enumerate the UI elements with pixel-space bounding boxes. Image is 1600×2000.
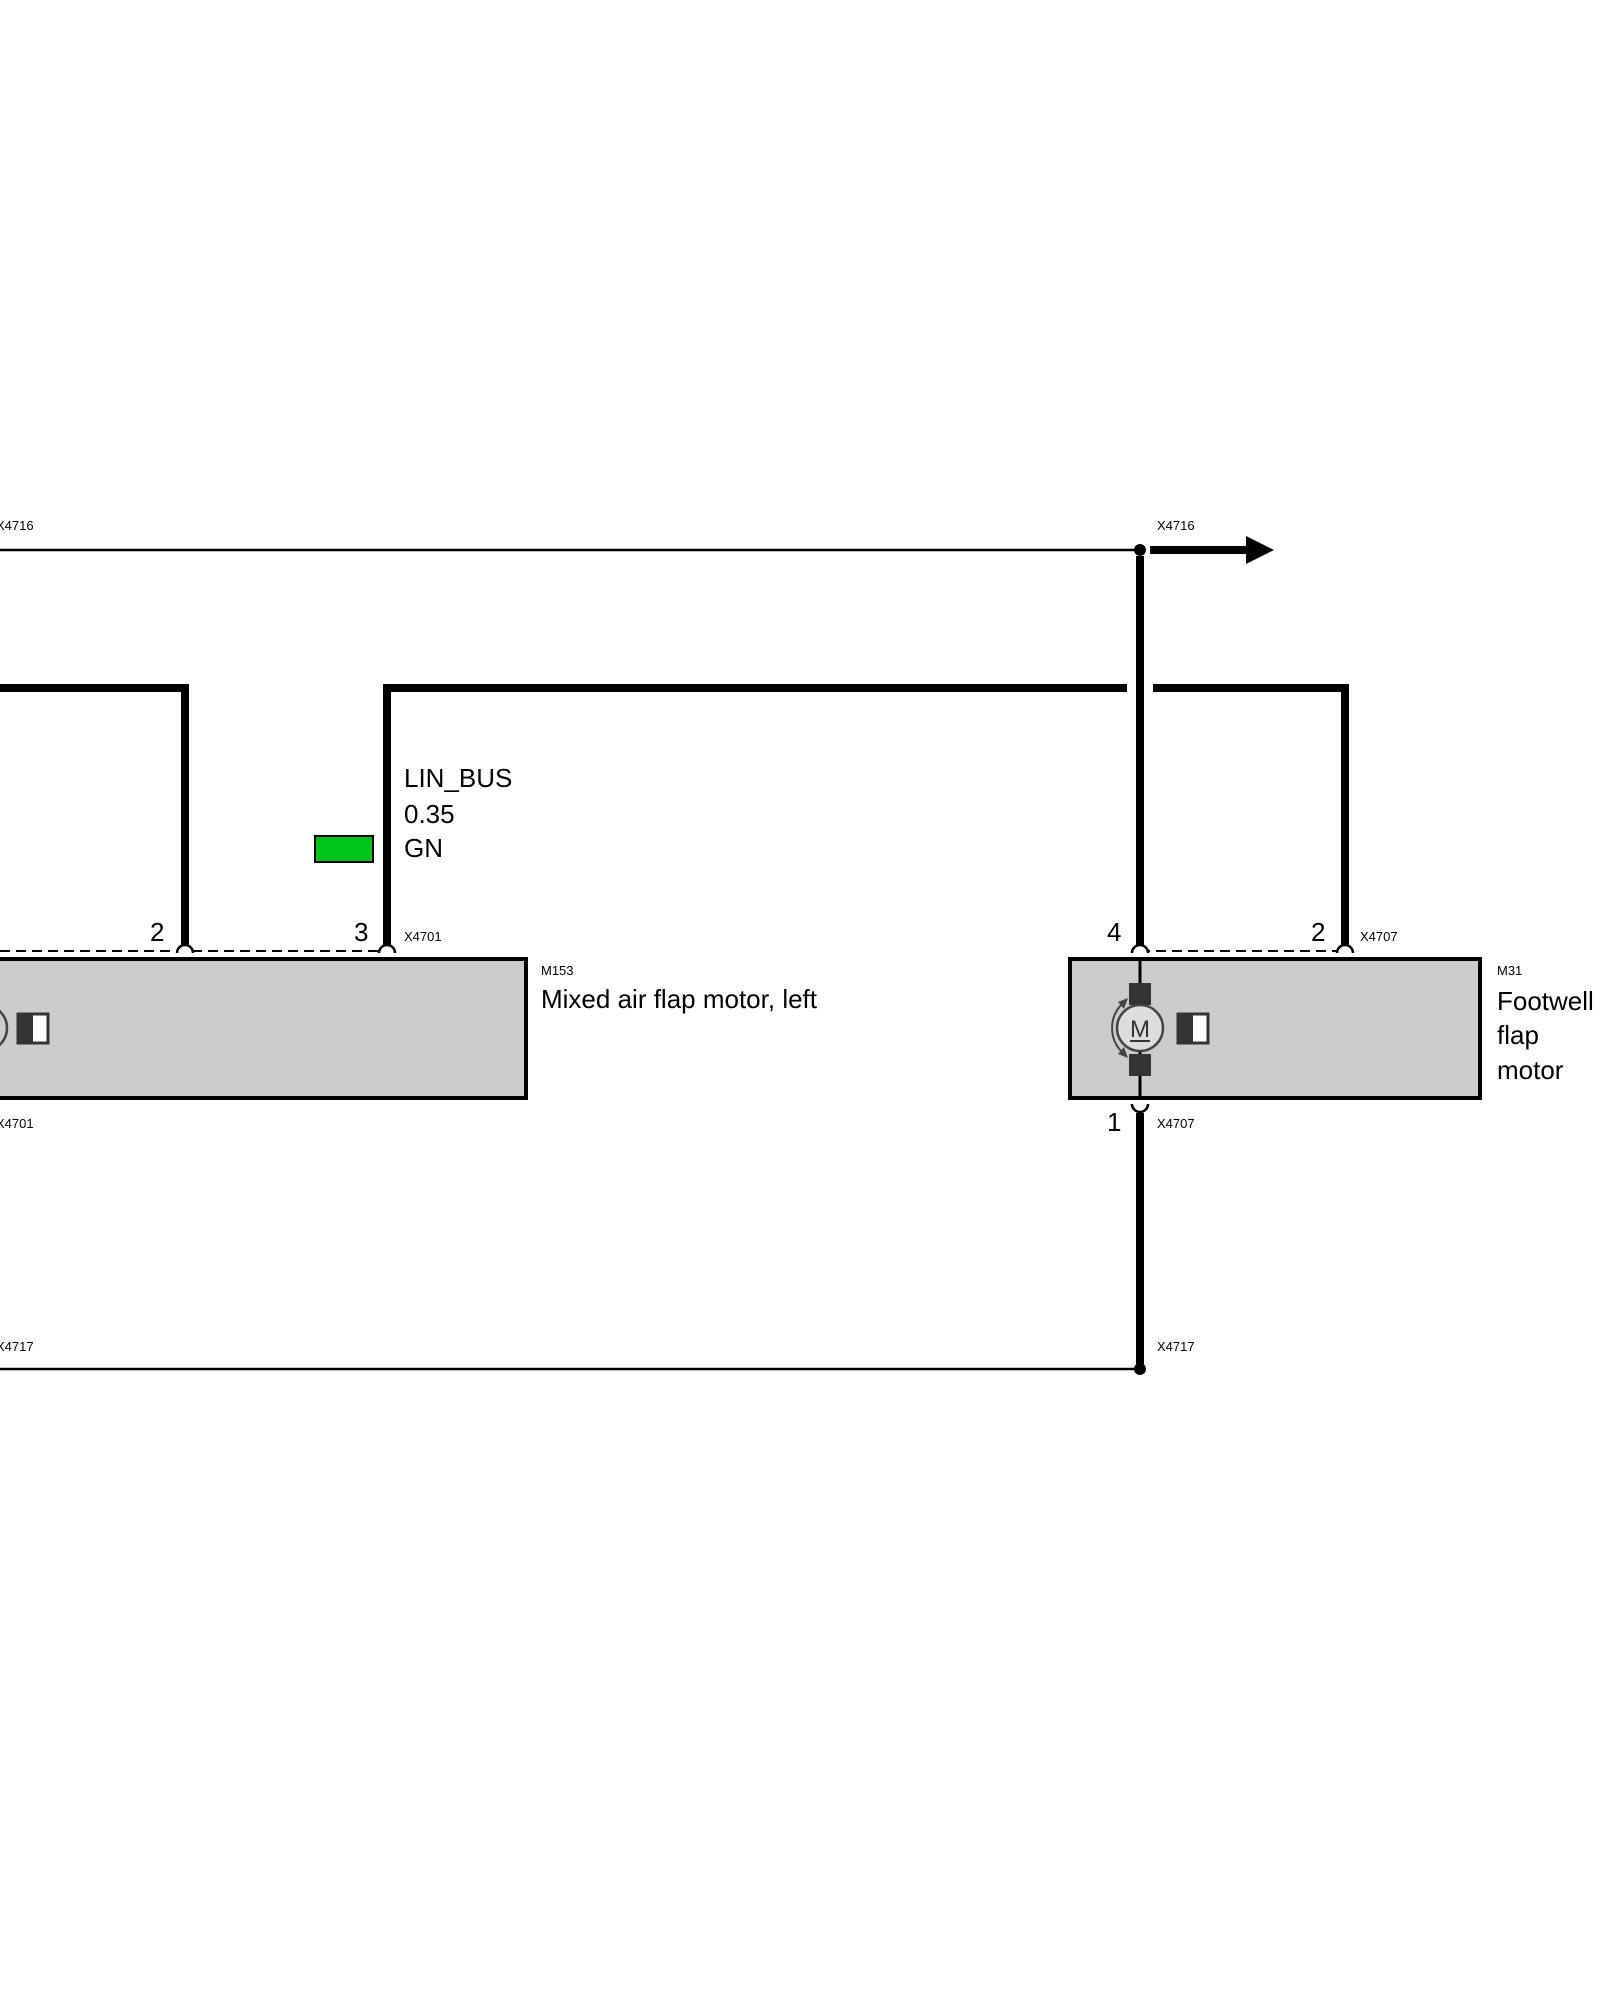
wire-m153-pin2 (0, 684, 189, 946)
m31-name-line-3: motor (1497, 1055, 1564, 1085)
m153-connector-bottom-label: X4701 (0, 1116, 34, 1131)
m153-component-id: M153 (541, 963, 574, 978)
wire-signal-name: LIN_BUS (404, 763, 512, 793)
m31-name-line-2: flap (1497, 1020, 1539, 1050)
m31-pin4-number: 4 (1107, 917, 1121, 947)
motor-icon: M (1111, 959, 1165, 1098)
m31-pin2-socket (1335, 943, 1355, 954)
continuation-arrow-icon (1246, 536, 1274, 564)
svg-text:M: M (1130, 1016, 1150, 1043)
m31-pin1-socket (1130, 1103, 1150, 1114)
m153-pin3-socket (377, 943, 397, 954)
wire-lin-bus (383, 684, 1127, 946)
m31-connector-bottom-label: X4707 (1157, 1116, 1195, 1131)
connector-label-top-right: X4716 (1157, 518, 1195, 533)
junction-node-bottom (1134, 1363, 1146, 1375)
m153-pin2-socket (175, 943, 195, 954)
m153-component-box (0, 957, 528, 1100)
m31-pin1-number: 1 (1107, 1107, 1121, 1137)
m31-pin2-number: 2 (1311, 917, 1325, 947)
m31-connector-top-label: X4707 (1360, 929, 1398, 944)
m31-name-line-1: Footwell (1497, 986, 1594, 1016)
connector-label-bottom-right: X4717 (1157, 1339, 1195, 1354)
junction-node-top (1134, 544, 1146, 556)
wire-color-swatch (314, 835, 374, 863)
motor-icon (0, 1009, 9, 1047)
connector-label-bottom-left: X4717 (0, 1339, 34, 1354)
wire-color-code: GN (404, 833, 443, 863)
m153-pin3-number: 3 (354, 917, 368, 947)
position-sensor-icon (16, 1012, 50, 1045)
m153-connector-top-label: X4701 (404, 929, 442, 944)
m31-pin4-socket (1130, 943, 1150, 954)
m153-pin2-number: 2 (150, 917, 164, 947)
connector-label-top-left: X4716 (0, 518, 34, 533)
position-sensor-icon (1176, 1012, 1210, 1045)
m31-component-id: M31 (1497, 963, 1522, 978)
m153-component-name: Mixed air flap motor, left (541, 984, 818, 1014)
wire-cross-section: 0.35 (404, 799, 455, 829)
wire-lin-bus-right (1153, 684, 1349, 946)
